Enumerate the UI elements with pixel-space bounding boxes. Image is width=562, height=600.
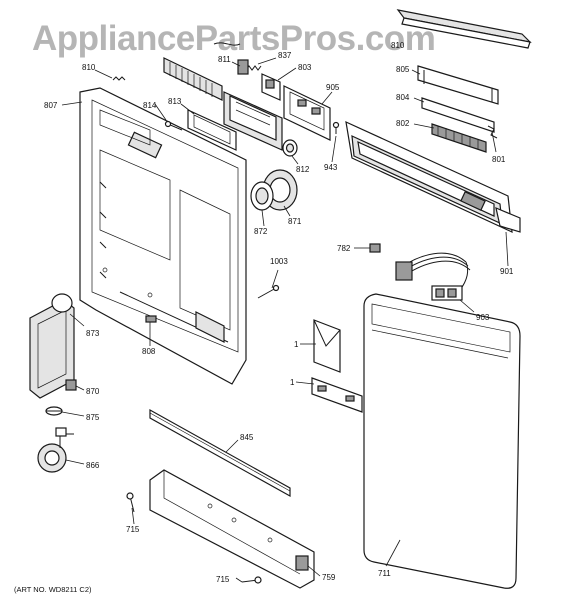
label-873: 873 (86, 329, 100, 338)
leader-lines (61, 57, 509, 583)
connector-782 (369, 243, 381, 253)
outer-door-panel (363, 293, 521, 589)
clip-801 (487, 125, 498, 139)
clip-808 (145, 315, 157, 323)
label-801: 801 (492, 155, 506, 164)
label-807: 807 (44, 101, 58, 110)
label-811: 811 (218, 55, 231, 64)
control-panel (345, 120, 521, 233)
control-housing (223, 91, 283, 151)
label-905: 905 (326, 83, 340, 92)
label-903: 903 (476, 313, 490, 322)
wire-harness (395, 252, 471, 301)
label-711: 711 (378, 569, 391, 578)
label-802: 802 (396, 119, 410, 128)
control-board (283, 85, 331, 141)
label-810b: 810 (391, 41, 405, 50)
label-1a: 1 (294, 340, 299, 349)
top-vent-bar (396, 9, 532, 49)
document-1b (311, 377, 363, 413)
clamp-875 (45, 406, 63, 416)
label-1003: 1003 (270, 257, 288, 266)
knob-812 (282, 139, 298, 157)
screw-814 (164, 120, 183, 131)
gasket-frame (187, 109, 237, 151)
bracket-805 (417, 65, 499, 105)
label-803: 803 (298, 63, 312, 72)
duct-873 (29, 293, 75, 399)
document-1a (313, 319, 341, 373)
bracket-803 (261, 73, 281, 101)
toe-kick-759 (149, 469, 315, 589)
trim-strip-845 (149, 408, 291, 498)
label-1b: 1 (290, 378, 295, 387)
label-875: 875 (86, 413, 100, 422)
label-813: 813 (168, 97, 182, 106)
bolt-1003 (257, 284, 280, 299)
label-715b: 715 (216, 575, 230, 584)
label-715a: 715 (126, 525, 140, 534)
ring-872 (250, 181, 274, 211)
label-814: 814 (143, 101, 157, 110)
label-845: 845 (240, 433, 254, 442)
label-808: 808 (142, 347, 156, 356)
label-810a: 810 (82, 63, 96, 72)
part-labels: 810 810 807 814 813 811 837 803 905 805 … (44, 41, 514, 584)
label-871: 871 (288, 217, 302, 226)
label-759: 759 (322, 573, 336, 582)
screw-715b (241, 576, 262, 584)
label-943: 943 (324, 163, 338, 172)
watermark-text: AppliancePartsPros.com (32, 19, 435, 58)
inner-door-panel (79, 87, 247, 385)
label-837: 837 (278, 51, 292, 60)
label-812: 812 (296, 165, 310, 174)
spring-837 (213, 42, 262, 75)
screw-943 (332, 121, 340, 134)
art-number: (ART NO. WD8211 C2) (14, 585, 92, 594)
label-901: 901 (500, 267, 514, 276)
small-spring (112, 76, 126, 81)
motor-866 (37, 427, 74, 473)
label-804: 804 (396, 93, 410, 102)
label-872: 872 (254, 227, 268, 236)
fan-housing-870 (65, 379, 77, 391)
vent-grille (163, 57, 223, 101)
grille-802 (431, 123, 487, 153)
screw-715a (126, 492, 135, 513)
label-805: 805 (396, 65, 410, 74)
label-866: 866 (86, 461, 100, 470)
bracket-804 (421, 97, 495, 133)
label-782: 782 (337, 244, 351, 253)
label-870: 870 (86, 387, 100, 396)
